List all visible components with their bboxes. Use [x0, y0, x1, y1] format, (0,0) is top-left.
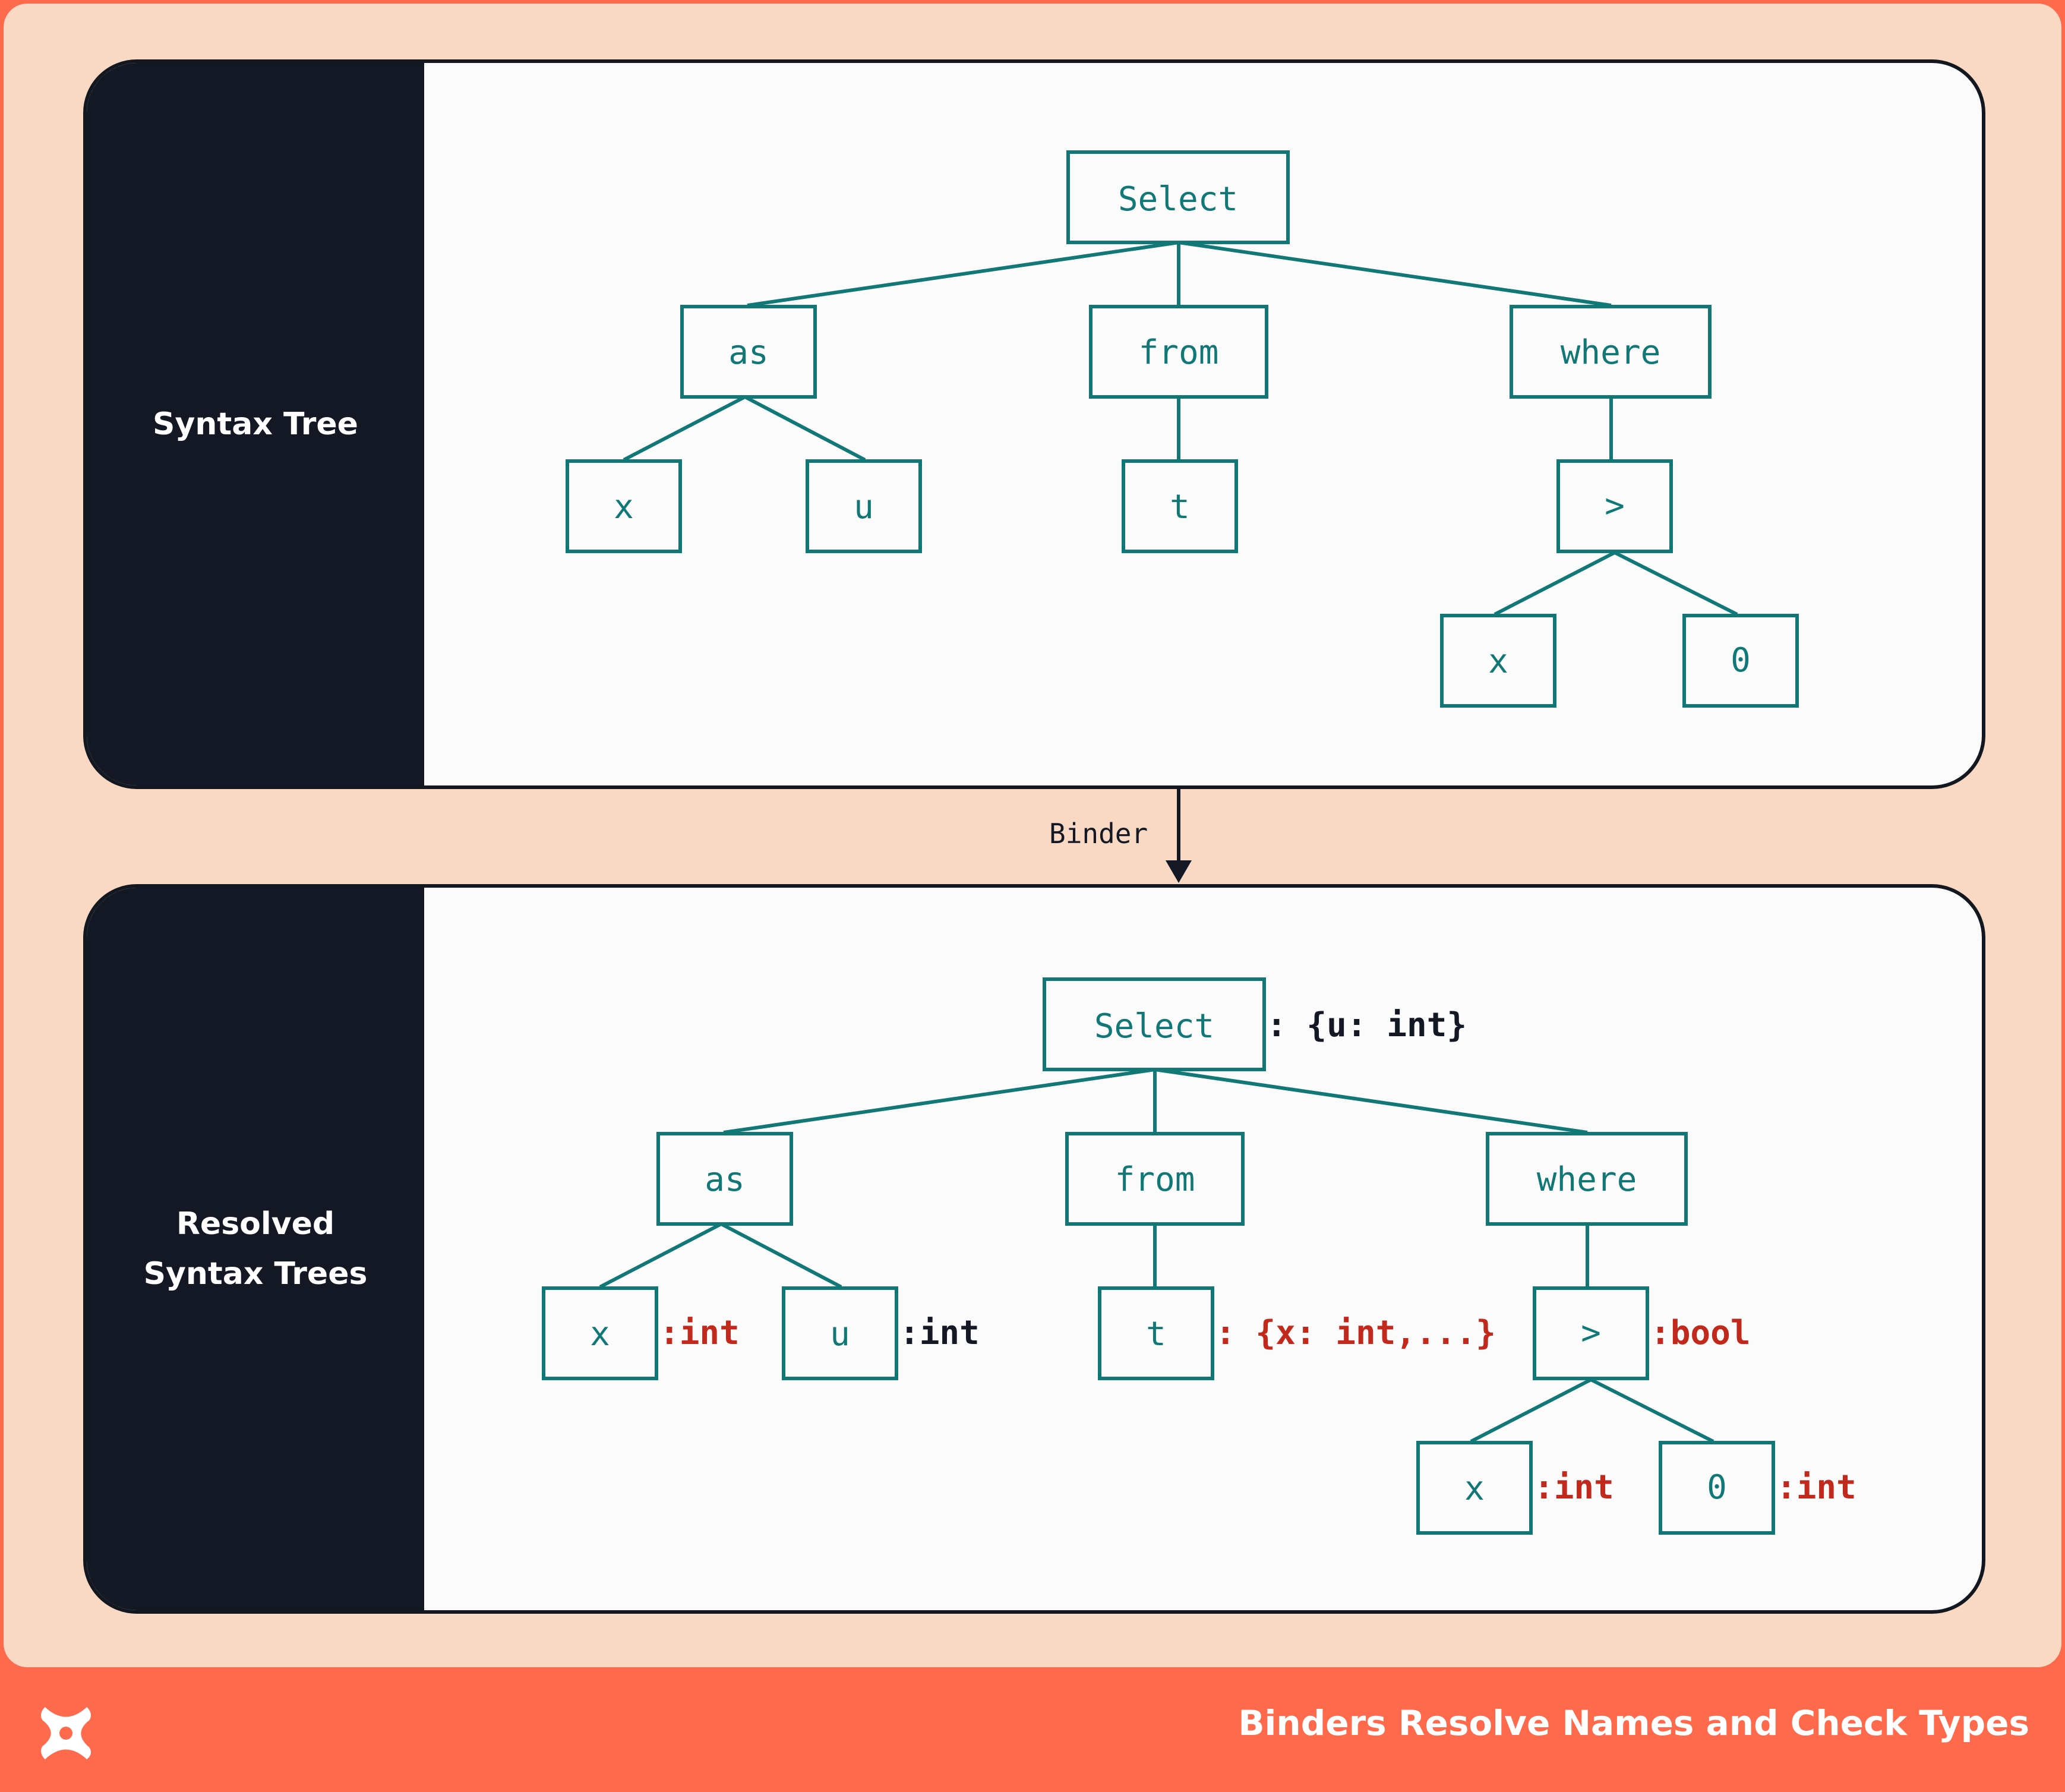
- resolved-tree-panel: Resolved Syntax Trees: [83, 884, 1985, 1614]
- footer-title: Binders Resolve Names and Check Types: [1238, 1703, 2029, 1743]
- resolved-tree-sidebar: Resolved Syntax Trees: [87, 888, 424, 1610]
- syntax-tree-label: Syntax Tree: [153, 406, 358, 442]
- x-logo-icon: [40, 1707, 91, 1759]
- syntax-tree-panel: Syntax Tree: [83, 59, 1985, 789]
- syntax-tree-sidebar: Syntax Tree: [87, 63, 424, 785]
- binder-label: Binder: [1049, 818, 1148, 850]
- resolved-tree-label: Resolved Syntax Trees: [143, 1206, 368, 1292]
